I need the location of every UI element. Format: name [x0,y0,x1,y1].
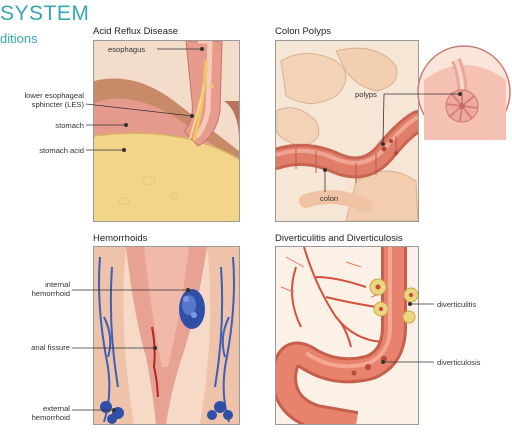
label-polyps: polyps [355,90,377,99]
panel-title-colon-polyps: Colon Polyps [275,26,331,37]
label-les: lower esophageal sphincter (LES) [0,91,84,110]
polyp-magnifier [417,45,511,140]
label-stomach: stomach [55,121,84,130]
label-stomach-acid: stomach acid [39,146,84,155]
hemorrhoids-illustration [93,246,240,425]
label-external-line2: hemorrhoid [31,413,70,423]
label-les-line1: lower esophageal [24,91,84,100]
panel-title-diverticulitis: Diverticulitis and Diverticulosis [275,233,403,244]
label-internal-line1: internal [45,280,70,289]
label-external-hemorrhoid: external hemorrhoid [0,404,70,423]
label-diverticulosis: diverticulosis [437,358,481,367]
diverticulitis-illustration [275,246,419,425]
acid-reflux-illustration [93,40,240,222]
diverticulitis-drawing [276,247,418,424]
label-colon: colon [320,194,339,203]
hemorrhoids-drawing [94,247,239,424]
acid-reflux-drawing [94,41,239,221]
panel-title-hemorrhoids: Hemorrhoids [93,233,148,244]
label-internal-line2: hemorrhoid [31,289,70,299]
polyp-magnified [445,89,479,123]
label-les-line2: sphincter (LES) [31,100,84,110]
page-subtitle: ditions [0,31,38,46]
colon-polyps-drawing [276,41,418,221]
label-internal-hemorrhoid: internal hemorrhoid [0,280,70,299]
page-title: SYSTEM [0,2,90,25]
label-external-line1: external [42,404,70,413]
label-diverticulitis: diverticulitis [437,300,477,309]
colon-polyps-illustration [275,40,419,222]
panel-title-acid-reflux: Acid Reflux Disease [93,26,179,37]
label-anal-fissure: anal fissure [31,343,70,352]
label-esophagus: esophagus [108,45,146,54]
